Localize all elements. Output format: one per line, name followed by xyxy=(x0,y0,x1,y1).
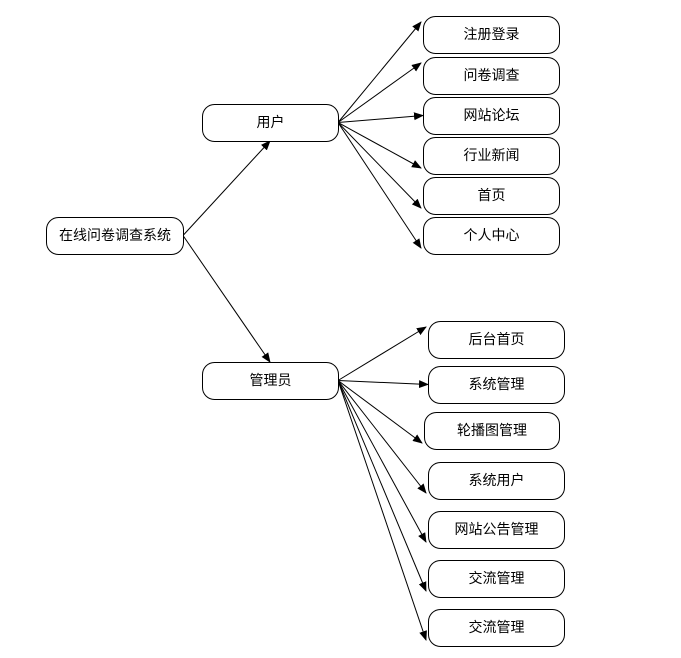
leaf-node-0-2-box xyxy=(423,97,560,135)
leaf-node-0-4-box xyxy=(423,177,560,215)
leaf-node-0-5-box xyxy=(423,217,560,255)
edge-branch-0-to-child-3 xyxy=(337,122,422,169)
edge-branch-1-to-child-0 xyxy=(337,326,427,381)
edge-root-to-branch-1 xyxy=(182,235,271,363)
branch-node-0-box xyxy=(202,104,339,142)
leaf-node-0-0-box xyxy=(423,16,560,54)
edge-branch-0-to-child-2 xyxy=(337,112,424,123)
leaf-node-1-0-box xyxy=(428,321,565,359)
leaf-node-1-6-box xyxy=(428,609,565,647)
leaf-node-1-4: 网站公告管理 xyxy=(428,511,565,549)
leaf-node-1-1: 系统管理 xyxy=(428,366,565,404)
leaf-node-0-1-label: 问卷调查 xyxy=(464,68,520,84)
leaf-node-1-3-label: 系统用户 xyxy=(469,472,525,489)
leaf-node-1-0-label: 后台首页 xyxy=(469,332,525,348)
root-node-box xyxy=(46,217,184,255)
leaf-node-0-3-box xyxy=(423,137,560,175)
leaf-node-1-0: 后台首页 xyxy=(428,321,565,359)
leaf-node-0-0: 注册登录 xyxy=(423,16,560,54)
leaf-node-0-0-label: 注册登录 xyxy=(464,27,520,43)
connector-layer xyxy=(182,21,429,641)
edge-branch-1-to-child-4 xyxy=(337,380,427,543)
root-node-label: 在线问卷调查系统 xyxy=(59,228,171,244)
leaf-node-0-5-label: 个人中心 xyxy=(464,228,520,244)
edge-branch-1-to-child-5 xyxy=(337,380,427,592)
leaf-node-1-4-label: 网站公告管理 xyxy=(455,522,539,538)
leaf-node-0-5: 个人中心 xyxy=(423,217,560,255)
leaf-node-1-6-label: 交流管理 xyxy=(469,619,525,636)
edge-branch-0-to-child-1 xyxy=(337,62,422,123)
leaf-node-0-4: 首页 xyxy=(423,177,560,215)
leaf-node-0-3: 行业新闻 xyxy=(423,137,560,175)
branch-node-0: 用户 xyxy=(202,104,339,142)
leaf-node-1-3-box xyxy=(428,462,565,500)
leaf-node-0-3-label: 行业新闻 xyxy=(464,148,520,164)
edge-branch-1-to-child-2 xyxy=(337,380,423,444)
leaf-node-1-1-box xyxy=(428,366,565,404)
edge-branch-0-to-child-0 xyxy=(337,21,422,123)
branch-node-1-label: 管理员 xyxy=(250,373,292,389)
leaf-node-0-2-label: 网站论坛 xyxy=(464,108,520,124)
edge-branch-0-to-child-4 xyxy=(337,122,422,209)
leaf-node-0-1: 问卷调查 xyxy=(423,57,560,95)
leaf-node-1-6: 交流管理 xyxy=(428,609,565,647)
edge-root-to-branch-0 xyxy=(182,140,271,236)
branch-node-0-label: 用户 xyxy=(257,114,285,131)
leaf-node-1-5-box xyxy=(428,560,565,598)
leaf-node-0-4-label: 首页 xyxy=(478,188,506,204)
edge-branch-1-to-child-1 xyxy=(337,380,429,389)
branch-node-1-box xyxy=(202,362,339,400)
leaf-node-1-2: 轮播图管理 xyxy=(424,412,560,450)
leaf-node-1-5-label: 交流管理 xyxy=(469,570,525,587)
leaf-node-1-3: 系统用户 xyxy=(428,462,565,500)
edge-branch-0-to-child-5 xyxy=(337,122,422,249)
leaf-node-1-5: 交流管理 xyxy=(428,560,565,598)
leaf-node-0-1-box xyxy=(423,57,560,95)
edge-branch-1-to-child-3 xyxy=(337,380,427,494)
root-node: 在线问卷调查系统 xyxy=(46,217,184,255)
leaf-node-1-2-label: 轮播图管理 xyxy=(457,423,527,439)
leaf-node-1-1-label: 系统管理 xyxy=(469,377,525,393)
edge-branch-1-to-child-6 xyxy=(337,380,427,641)
leaf-node-1-4-box xyxy=(428,511,565,549)
leaf-node-0-2: 网站论坛 xyxy=(423,97,560,135)
branch-node-1: 管理员 xyxy=(202,362,339,400)
leaf-node-1-2-box xyxy=(424,412,560,450)
